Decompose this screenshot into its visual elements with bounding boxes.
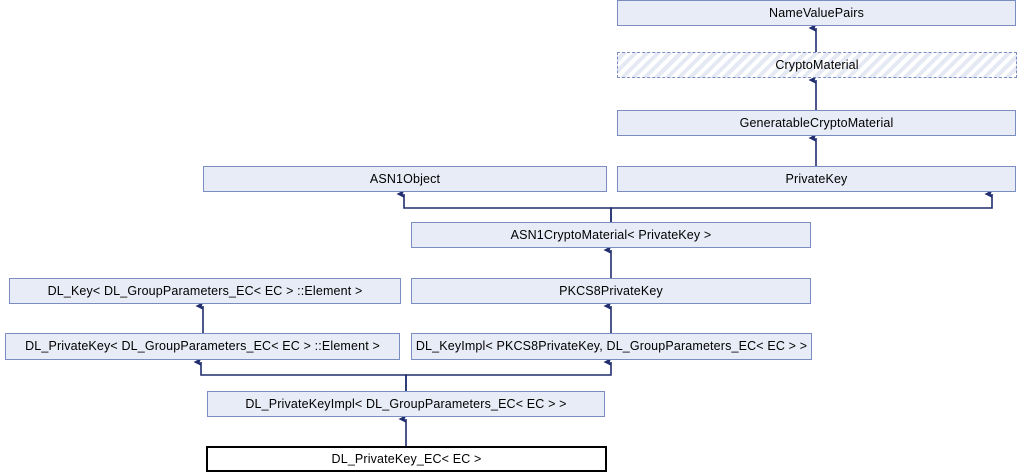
node-label: DL_PrivateKey< DL_GroupParameters_EC< EC…: [25, 339, 380, 354]
node-label: GeneratableCryptoMaterial: [739, 115, 894, 130]
node-pkcs8privatekey[interactable]: PKCS8PrivateKey: [411, 278, 811, 304]
node-label: PKCS8PrivateKey: [559, 283, 663, 298]
node-label: DL_Key< DL_GroupParameters_EC< EC > ::El…: [47, 283, 363, 298]
node-label: ASN1Object: [369, 171, 441, 186]
node-private-key[interactable]: PrivateKey: [617, 166, 1016, 192]
node-dl-keyimpl-pkcs8[interactable]: DL_KeyImpl< PKCS8PrivateKey, DL_GroupPar…: [411, 333, 812, 360]
edge-dl-privatekeyimpl-to-dl-keyimpl: [405, 358, 612, 391]
node-dl-key-element[interactable]: DL_Key< DL_GroupParameters_EC< EC > ::El…: [9, 278, 401, 304]
node-label: ASN1CryptoMaterial< PrivateKey >: [510, 227, 712, 242]
node-label: PrivateKey: [785, 171, 848, 186]
node-generatable-crypto-material[interactable]: GeneratableCryptoMaterial: [617, 110, 1016, 136]
node-dl-privatekey-ec[interactable]: DL_PrivateKey_EC< EC >: [206, 446, 607, 472]
node-dl-privatekeyimpl[interactable]: DL_PrivateKeyImpl< DL_GroupParameters_EC…: [207, 391, 605, 417]
node-asn1cryptomaterial-privatekey[interactable]: ASN1CryptoMaterial< PrivateKey >: [411, 222, 811, 248]
node-name-value-pairs[interactable]: NameValuePairs: [617, 0, 1016, 26]
node-label: NameValuePairs: [769, 5, 864, 20]
node-label: CryptoMaterial: [775, 57, 859, 72]
node-label: DL_PrivateKey_EC< EC >: [331, 451, 482, 466]
edge-dl-privatekeyimpl-to-dl-privatekey: [193, 358, 407, 391]
node-label: DL_KeyImpl< PKCS8PrivateKey, DL_GroupPar…: [415, 339, 808, 354]
node-asn1object[interactable]: ASN1Object: [203, 166, 607, 192]
edge-asn1cryptomaterial-to-private-key: [610, 190, 993, 222]
node-crypto-material[interactable]: CryptoMaterial: [617, 52, 1017, 78]
edge-asn1cryptomaterial-to-asn1object: [396, 190, 612, 222]
node-label: DL_PrivateKeyImpl< DL_GroupParameters_EC…: [245, 396, 567, 411]
node-dl-privatekey-element[interactable]: DL_PrivateKey< DL_GroupParameters_EC< EC…: [5, 333, 400, 360]
